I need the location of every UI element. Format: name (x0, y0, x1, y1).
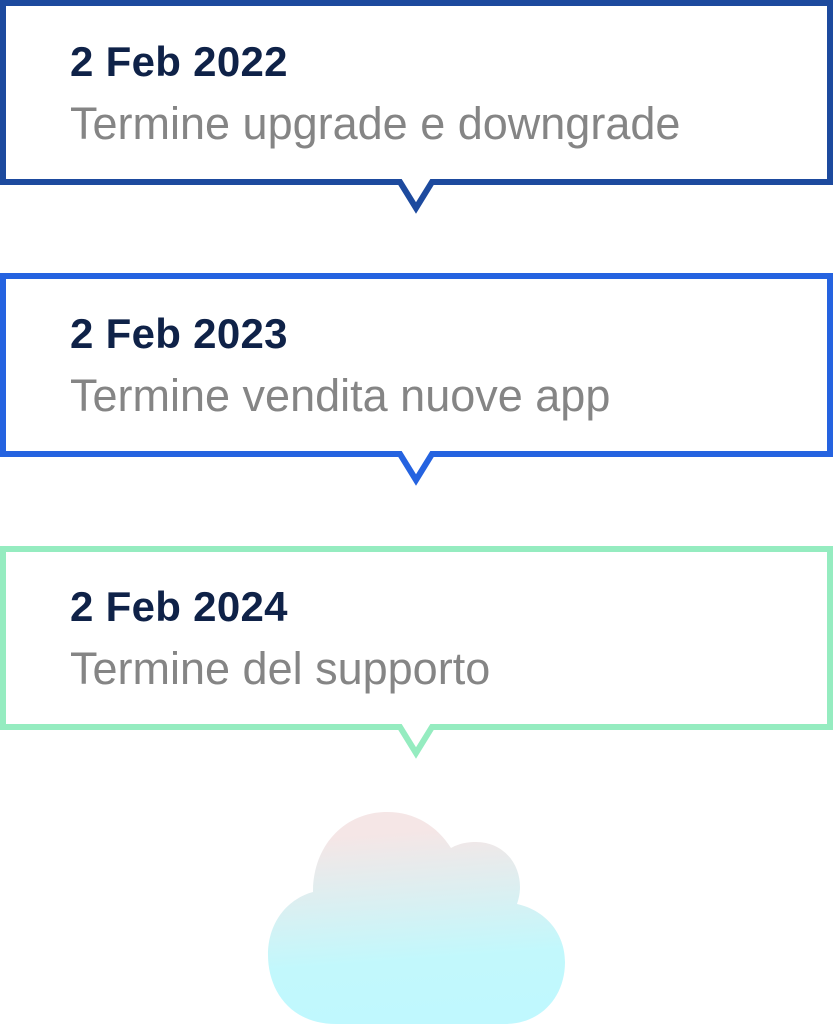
timeline-item: 2 Feb 2022 Termine upgrade e downgrade (70, 38, 680, 152)
cloud-icon (268, 812, 565, 1024)
callout-box-2022 (0, 0, 833, 214)
timeline-date: 2 Feb 2023 (70, 310, 288, 357)
timeline-description: Termine vendita nuove app (70, 370, 611, 421)
callout-box-2024 (0, 546, 833, 759)
callout-box-2023 (0, 273, 833, 486)
timeline-description: Termine upgrade e downgrade (70, 98, 681, 149)
timeline-item: 2 Feb 2023 Termine vendita nuove app (70, 310, 610, 424)
timeline-date: 2 Feb 2024 (70, 583, 288, 630)
timeline-description: Termine del supporto (70, 643, 491, 694)
timeline-item: 2 Feb 2024 Termine del supporto (70, 583, 490, 697)
timeline-date: 2 Feb 2022 (70, 38, 288, 85)
